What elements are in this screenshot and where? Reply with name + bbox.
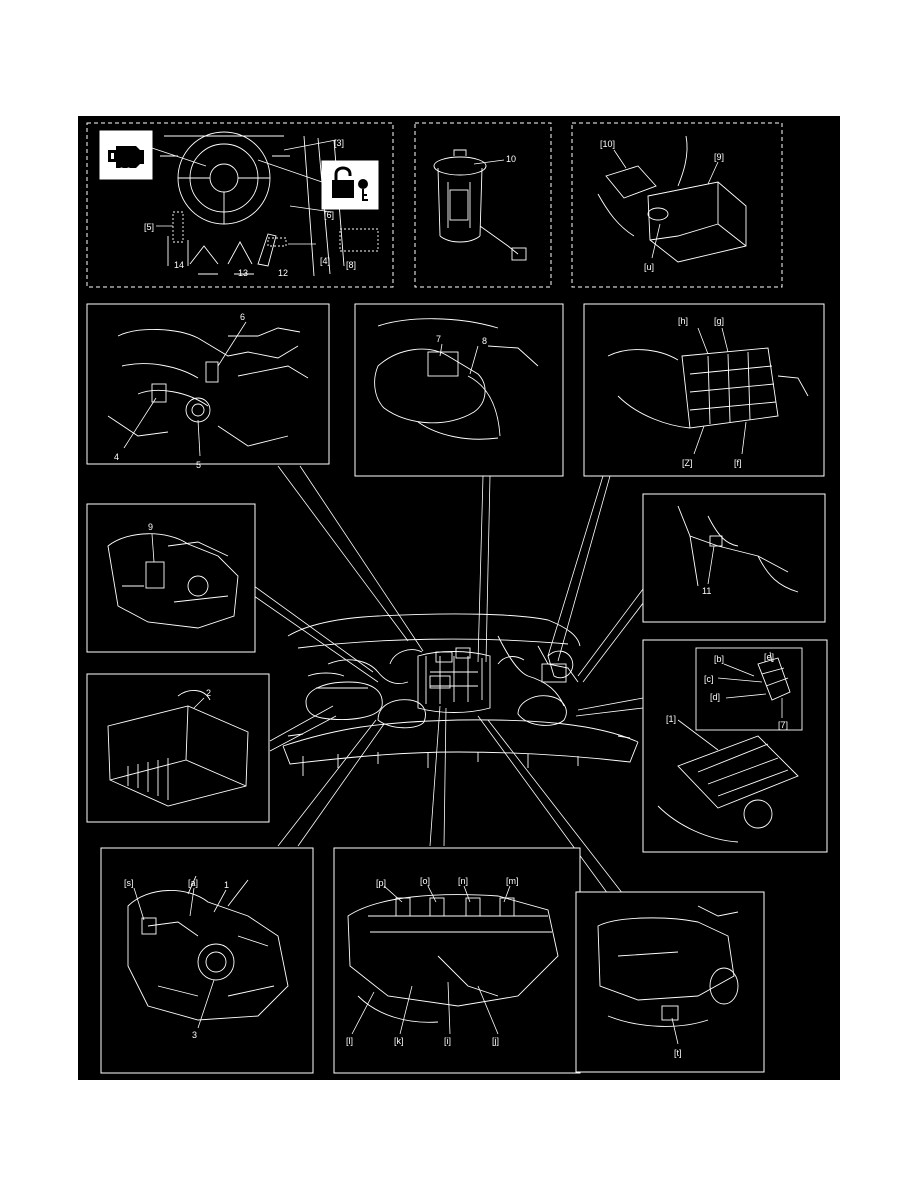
callout-injectors-j: [j] <box>492 1036 499 1046</box>
callout-fuel-pump-10: 10 <box>506 154 516 164</box>
callout-injectors-p: [p] <box>376 878 386 888</box>
callout-dashboard-14: 14 <box>174 260 184 270</box>
callout-engine-top-center-8: 8 <box>482 336 487 346</box>
callout-injectors-i: [i] <box>444 1036 451 1046</box>
engine-top-center-panel <box>354 303 564 477</box>
callout-intake-1: 1 <box>224 880 229 890</box>
callout-dashboard-12: 12 <box>278 268 288 278</box>
callout-ecm-7: [7] <box>778 720 788 730</box>
callout-fuse-box-Z: [Z] <box>682 458 693 468</box>
callout-injectors-m: [m] <box>506 876 519 886</box>
callout-canister-10: [10] <box>600 139 615 149</box>
callout-fuse-box-h: [h] <box>678 316 688 326</box>
brake-line-panel <box>642 493 826 623</box>
canister-panel <box>571 122 783 288</box>
air-cleaner-panel <box>86 673 270 823</box>
callout-air-cleaner-2: 2 <box>206 688 211 698</box>
callout-injectors-n: [n] <box>458 876 468 886</box>
callout-injectors-l: [l] <box>346 1036 353 1046</box>
callout-intake-s: [s] <box>124 878 134 888</box>
ecm-panel <box>642 639 828 853</box>
icon-tag-q: [q] <box>120 166 130 176</box>
callout-fuse-box-f: [f] <box>734 458 742 468</box>
callout-engine-top-left-4: 4 <box>114 452 119 462</box>
callout-canister-9: [9] <box>714 152 724 162</box>
callout-engine-top-left-5: 5 <box>196 460 201 470</box>
callout-injectors-o: [o] <box>420 876 430 886</box>
callout-ecm-d: [d] <box>710 692 720 702</box>
callout-dashboard-13: 13 <box>238 268 248 278</box>
icon-tag-r: [r] <box>344 199 352 209</box>
throttle-area-panel <box>86 503 256 653</box>
callout-throttle-9: 9 <box>148 522 153 532</box>
fuel-pump-panel <box>414 122 552 288</box>
leader-lines <box>253 465 654 895</box>
callout-fuse-box-g: [g] <box>714 316 724 326</box>
component-location-diagram: [3] [5] [6] [4] [8] 14 13 12 [q] [r] 10 … <box>78 116 840 1080</box>
callout-ecm-b: [b] <box>714 654 724 664</box>
callout-canister-u: [u] <box>644 262 654 272</box>
callout-ecm-c: [c] <box>704 674 714 684</box>
callout-ecm-e: [e] <box>764 652 774 662</box>
engine-bay-overview <box>282 613 639 776</box>
callout-ecm-1: [1] <box>666 714 676 724</box>
callout-dashboard-6: [6] <box>324 210 334 220</box>
lower-right-panel <box>575 891 765 1073</box>
callout-dashboard-8: [8] <box>346 260 356 270</box>
engine-top-left-panel <box>86 303 330 465</box>
fuse-box-panel <box>583 303 825 477</box>
intake-manifold-panel <box>100 847 314 1074</box>
callout-injectors-k: [k] <box>394 1036 404 1046</box>
dashboard-panel <box>86 122 394 288</box>
callout-dashboard-3: [3] <box>334 138 344 148</box>
callout-lower-right-t: [t] <box>674 1048 682 1058</box>
callout-dashboard-4: [4] <box>320 256 330 266</box>
callout-intake-a: [a] <box>188 878 198 888</box>
injectors-panel <box>333 847 581 1074</box>
callout-engine-top-left-6: 6 <box>240 312 245 322</box>
callout-brake-line-11: 11 <box>702 586 711 596</box>
callout-engine-top-center-7: 7 <box>436 334 441 344</box>
callout-dashboard-5: [5] <box>144 222 154 232</box>
callout-intake-3: 3 <box>192 1030 197 1040</box>
